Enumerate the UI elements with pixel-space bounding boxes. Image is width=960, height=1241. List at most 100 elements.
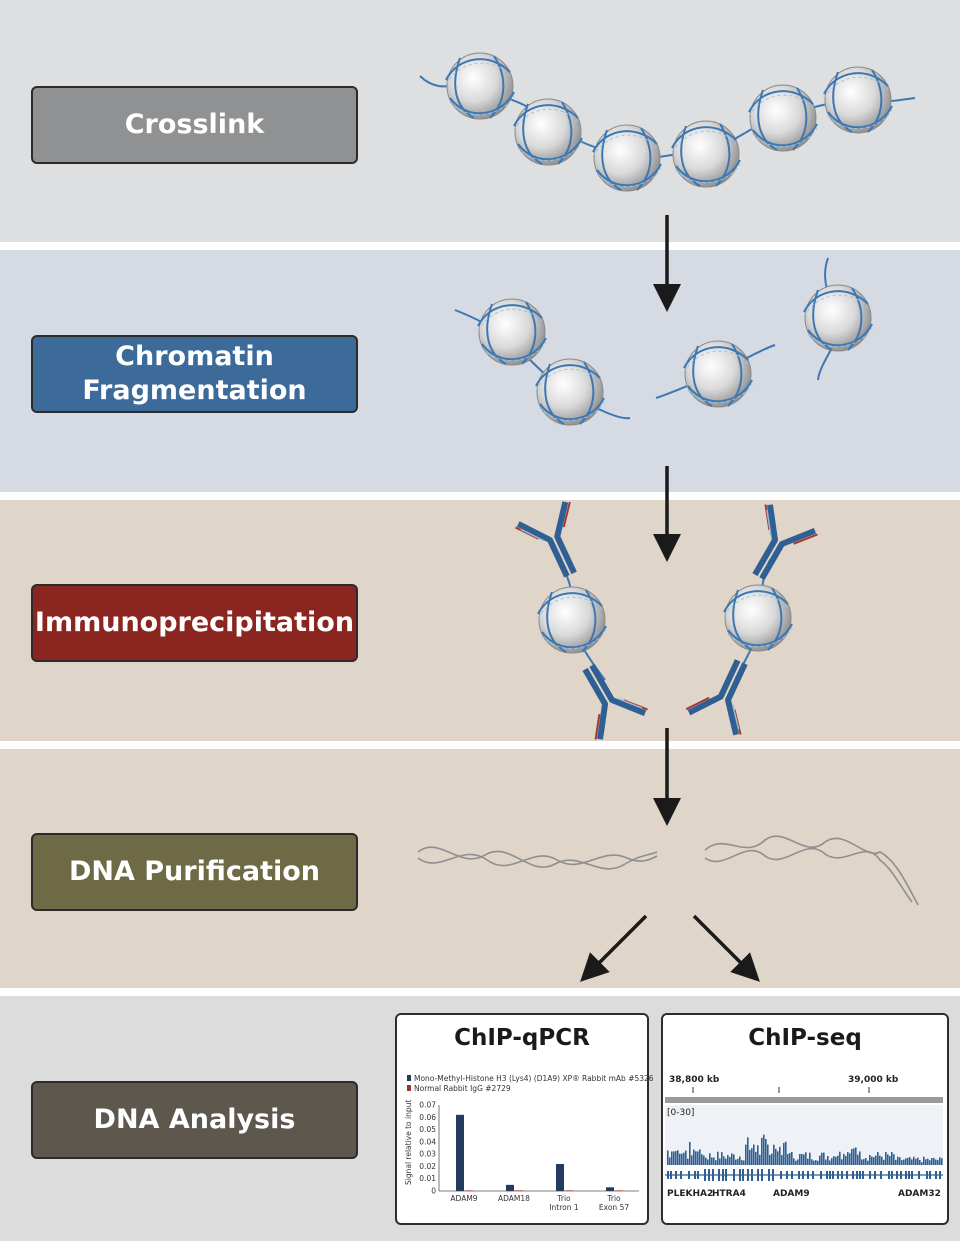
signal-bar	[729, 1156, 731, 1165]
signal-bar	[673, 1151, 675, 1165]
arrow-down-right-icon	[692, 914, 760, 982]
signal-bar	[713, 1157, 715, 1165]
x-tick-label: ADAM9	[450, 1194, 477, 1203]
signal-bar	[811, 1159, 813, 1165]
signal-bar	[697, 1151, 699, 1165]
bar	[606, 1187, 614, 1191]
arrow-down-left-icon	[580, 914, 648, 982]
signal-bar	[695, 1151, 697, 1165]
gene-label-plekha2: PLEKHA2	[667, 1189, 713, 1199]
chip-seq-track: 38,800 kb 39,000 kb [0-30] PLEKHA2 HTRA4…	[665, 1075, 943, 1199]
signal-bar	[937, 1159, 939, 1165]
signal-bar	[913, 1156, 915, 1165]
exon-mark	[791, 1171, 793, 1179]
signal-bar	[821, 1152, 823, 1165]
exon-mark	[751, 1169, 753, 1181]
signal-bar	[739, 1156, 741, 1165]
signal-bar	[799, 1153, 801, 1165]
exon-mark	[908, 1171, 910, 1179]
track-range-label: [0-30]	[667, 1108, 694, 1118]
x-tick-label: Trio	[556, 1194, 571, 1203]
exon-mark	[918, 1171, 920, 1179]
exon-mark	[826, 1171, 828, 1179]
signal-bar	[935, 1159, 937, 1165]
signal-bar	[757, 1145, 759, 1165]
bar	[506, 1184, 514, 1191]
signal-bar	[745, 1144, 747, 1165]
fragmentation-label-line1: Chromatin	[115, 341, 274, 372]
signal-bar	[885, 1152, 887, 1165]
y-tick-label: 0.03	[419, 1150, 436, 1159]
immunoprecipitation-label-text: Immunoprecipitation	[34, 607, 355, 638]
signal-bar	[917, 1157, 919, 1165]
signal-bar	[769, 1154, 771, 1165]
exon-mark	[905, 1171, 907, 1179]
signal-bar	[941, 1158, 943, 1165]
chip-seq-panel: ChIP-seq 38,800 kb 39,000 kb [0-30] PLEK…	[661, 1013, 949, 1225]
signal-bar	[835, 1156, 837, 1165]
nucleosome-icon	[535, 358, 605, 426]
chip-qpcr-chart: Mono-Methyl-Histone H3 (Lys4) (D1A9) XP®…	[404, 1074, 654, 1212]
exon-mark	[939, 1171, 941, 1179]
exon-mark	[896, 1171, 898, 1179]
analysis-label-text: DNA Analysis	[93, 1104, 296, 1135]
signal-bar	[905, 1158, 907, 1165]
nucleosome-icon	[537, 586, 607, 654]
signal-bar	[833, 1156, 835, 1165]
exon-mark	[859, 1171, 861, 1179]
signal-bar	[767, 1144, 769, 1165]
signal-bar	[831, 1158, 833, 1165]
signal-bar	[859, 1151, 861, 1165]
signal-bar	[827, 1156, 829, 1165]
exon-mark	[718, 1169, 720, 1181]
signal-bar	[817, 1160, 819, 1165]
exon-mark	[888, 1171, 890, 1179]
purification-label: DNA Purification	[31, 833, 358, 911]
signal-bar	[933, 1157, 935, 1165]
exon-mark	[891, 1171, 893, 1179]
signal-bar	[677, 1150, 679, 1165]
exon-mark	[739, 1169, 741, 1181]
signal-bar	[915, 1158, 917, 1165]
signal-bar	[923, 1156, 925, 1165]
signal-bar	[823, 1152, 825, 1165]
immunoprecipitation-label: Immunoprecipitation	[31, 584, 358, 662]
signal-bar	[903, 1159, 905, 1165]
bar	[615, 1190, 623, 1191]
signal-bar	[853, 1148, 855, 1165]
nucleosome-icon	[671, 120, 741, 188]
exon-mark	[747, 1169, 749, 1181]
signal-bar	[883, 1159, 885, 1165]
signal-bar	[865, 1157, 867, 1165]
signal-bar	[909, 1157, 911, 1165]
signal-bar	[711, 1157, 713, 1165]
purification-label-text: DNA Purification	[68, 856, 321, 887]
signal-bar	[929, 1160, 931, 1165]
signal-bar	[733, 1154, 735, 1165]
coord-left-label: 38,800 kb	[669, 1075, 720, 1085]
signal-bar	[861, 1159, 863, 1165]
signal-bar	[675, 1150, 677, 1165]
signal-bar	[921, 1162, 923, 1165]
chromosome-ideogram	[665, 1097, 943, 1103]
signal-bar	[897, 1156, 899, 1165]
signal-bar	[919, 1159, 921, 1165]
signal-bar	[855, 1147, 857, 1165]
signal-bar	[743, 1160, 745, 1165]
exon-mark	[680, 1171, 682, 1179]
signal-bar	[681, 1153, 683, 1165]
exon-mark	[768, 1169, 770, 1181]
exon-mark	[862, 1171, 864, 1179]
signal-bar	[789, 1153, 791, 1165]
antibody-icon	[685, 649, 768, 736]
signal-bar	[731, 1153, 733, 1165]
signal-bar	[841, 1159, 843, 1165]
signal-bar	[813, 1160, 815, 1165]
signal-bar	[873, 1157, 875, 1165]
signal-bar	[849, 1153, 851, 1165]
signal-bar	[683, 1152, 685, 1165]
exon-mark	[846, 1171, 848, 1179]
fragmentation-label-line2: Fragmentation	[82, 375, 307, 406]
signal-bar	[773, 1144, 775, 1165]
signal-bar	[901, 1160, 903, 1165]
